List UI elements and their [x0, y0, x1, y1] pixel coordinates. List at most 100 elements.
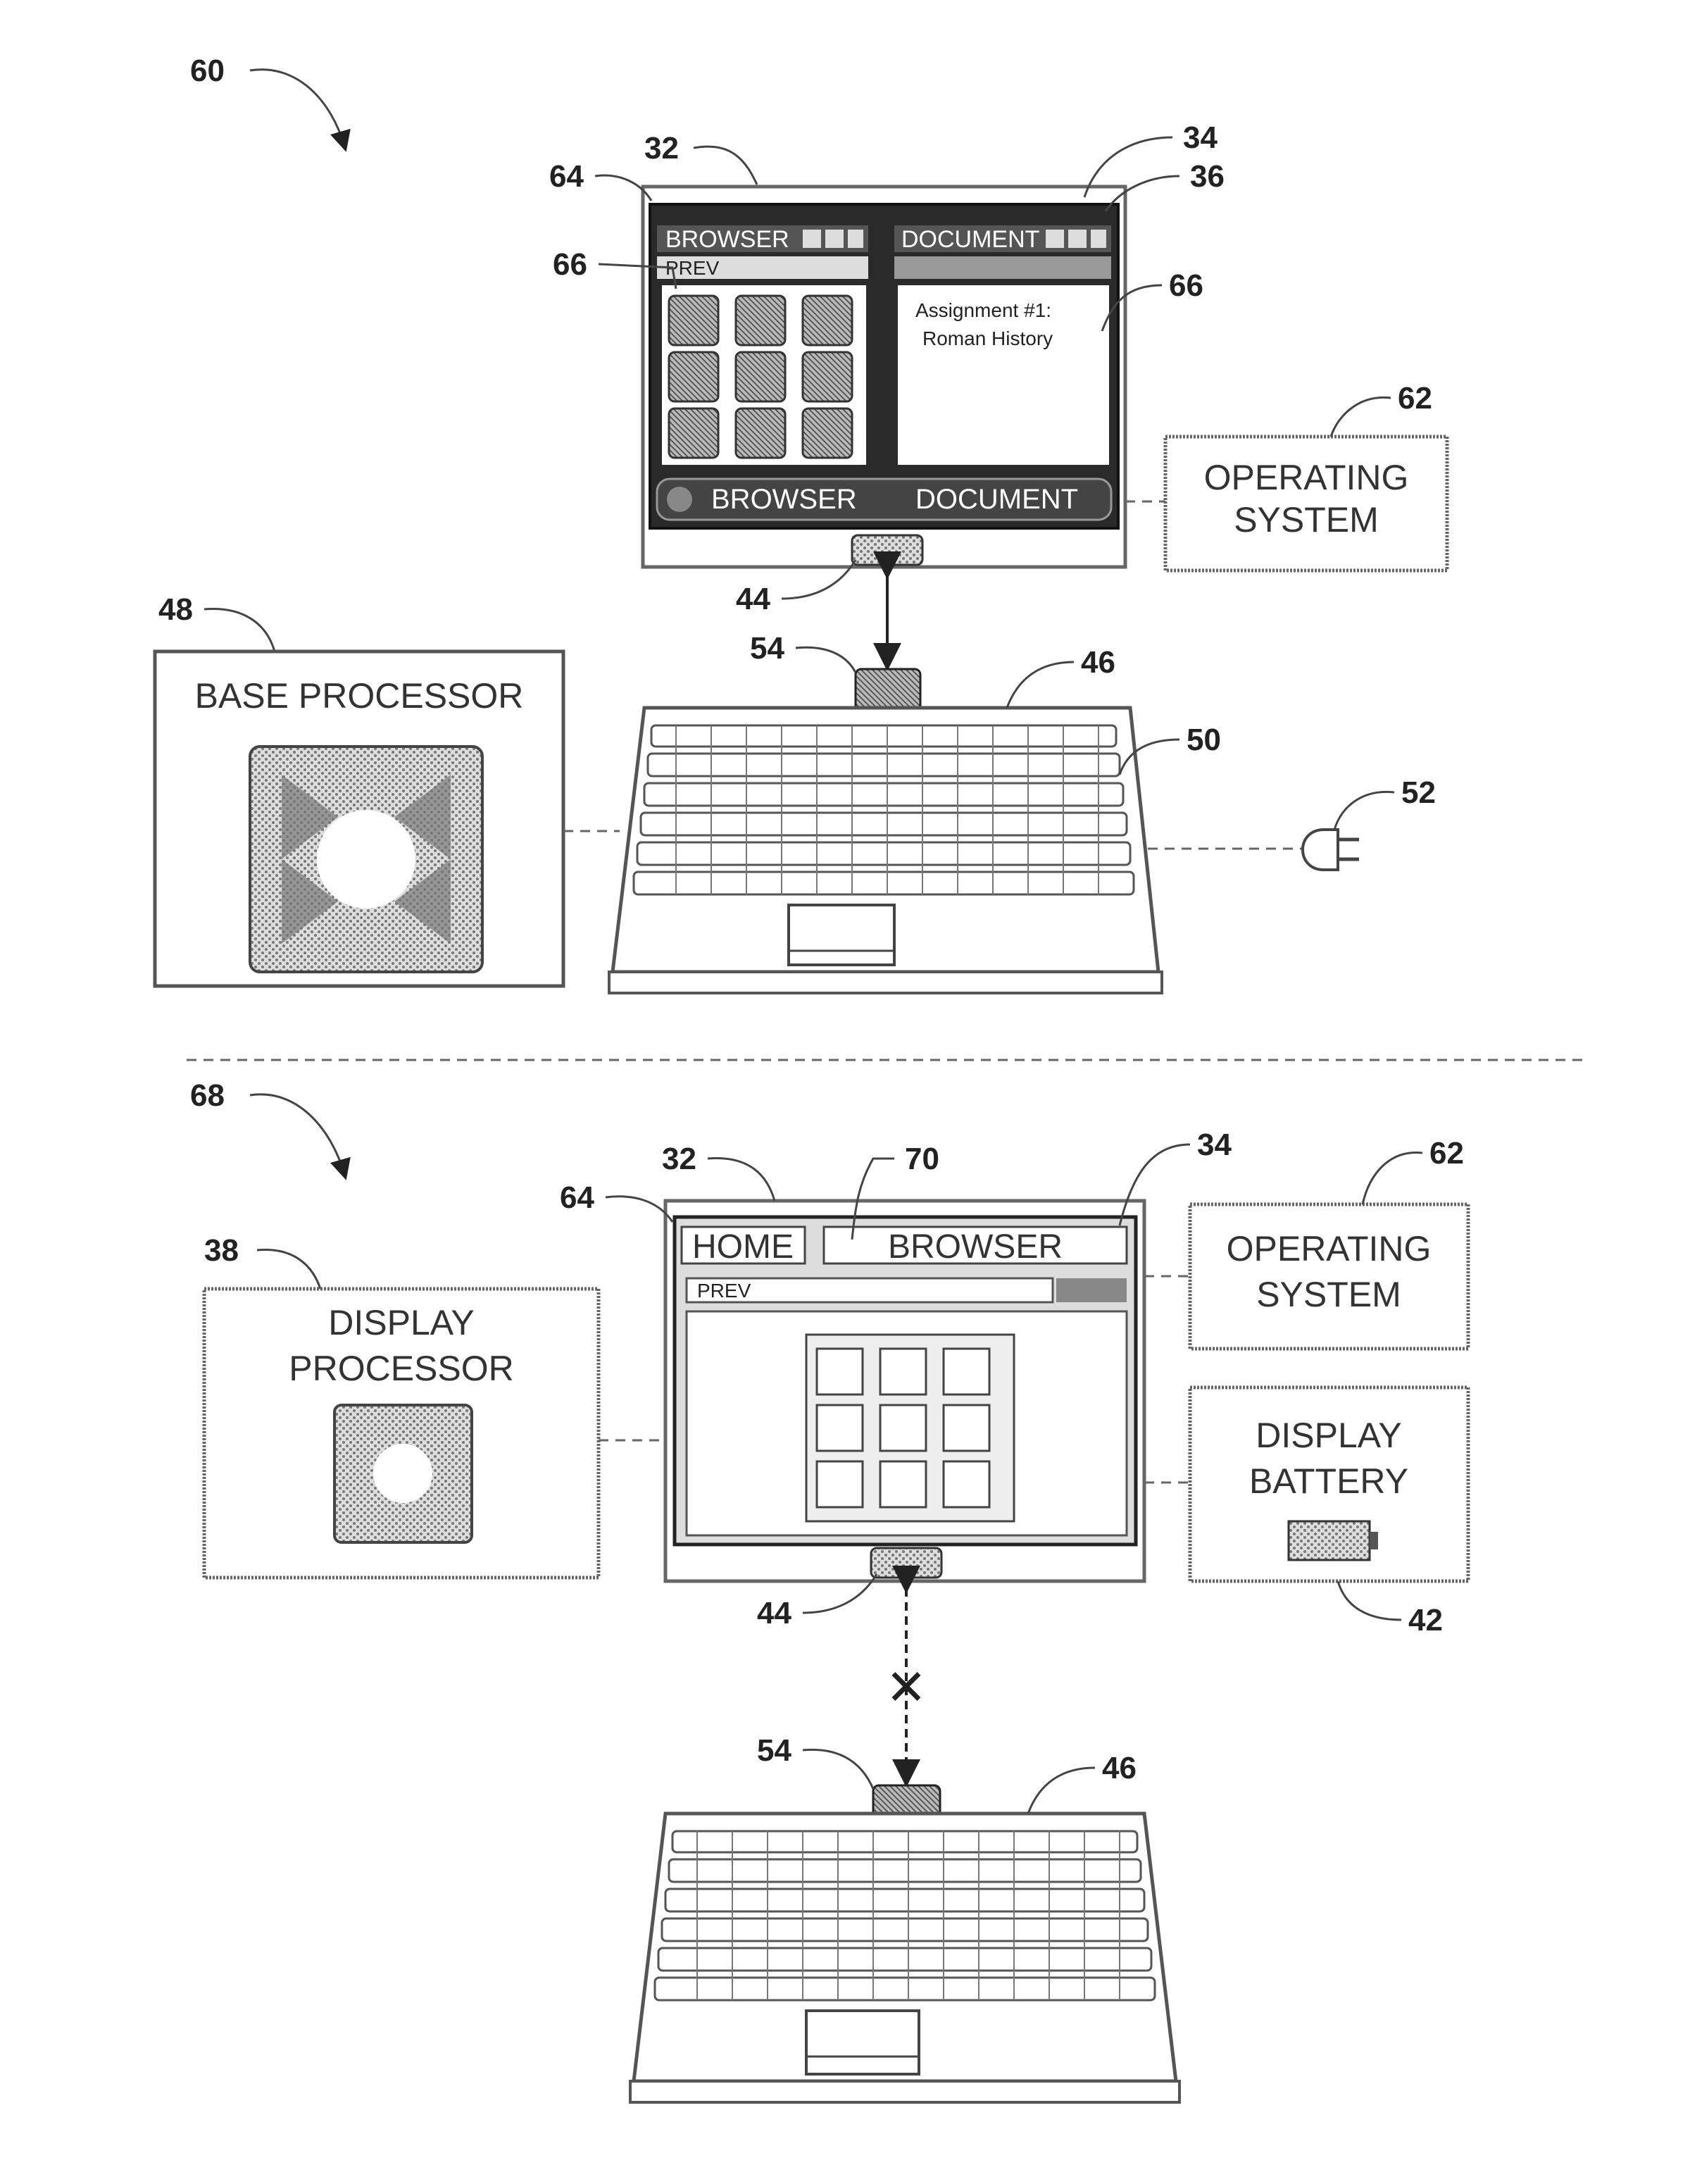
ref-46-top: 46 — [1081, 645, 1115, 680]
lead-50 — [1118, 738, 1180, 775]
lead-66-left — [598, 263, 677, 289]
nav-buttons — [1056, 1278, 1127, 1302]
display-processor-chip-icon — [333, 1404, 473, 1544]
taskbar-browser: BROWSER — [711, 484, 857, 515]
ref-34: 34 — [1183, 120, 1218, 155]
display-hinge-connector-bottom — [870, 1547, 943, 1579]
doc-scroll-up-icon — [1046, 230, 1064, 248]
browser-icon-grid — [668, 294, 853, 459]
base-processor-title: BASE PROCESSOR — [195, 676, 524, 716]
ref-66-left: 66 — [553, 247, 587, 282]
lead-38 — [256, 1248, 322, 1290]
ref-68-arrow — [249, 1093, 351, 1180]
lead-46-bottom — [1027, 1766, 1096, 1814]
top-keyboard-base — [608, 668, 1163, 994]
browser-address-bar — [657, 256, 868, 279]
start-icon — [667, 487, 692, 512]
ref-62-bottom: 62 — [1429, 1136, 1464, 1171]
bottom-laptop-display: HOME BROWSER PREV — [663, 1199, 1146, 1583]
battery-icon — [1287, 1520, 1378, 1561]
keyboard-front-edge — [608, 971, 1163, 994]
ref-42: 42 — [1408, 1603, 1443, 1637]
top-os-line2: SYSTEM — [1234, 500, 1379, 539]
base-connector-54 — [854, 668, 922, 713]
lead-70 — [851, 1157, 894, 1240]
ref-70: 70 — [905, 1142, 939, 1176]
document-content — [898, 285, 1109, 465]
tab-browser — [822, 1225, 1128, 1265]
ref-60: 60 — [190, 54, 225, 88]
doc-line-2: Roman History — [922, 327, 1053, 349]
lead-44-bottom — [802, 1573, 878, 1614]
lead-54-top — [795, 646, 857, 673]
ref-52: 52 — [1401, 775, 1436, 810]
ref-64-bottom: 64 — [560, 1180, 594, 1215]
ref-66-right: 66 — [1169, 268, 1203, 303]
ref-60-arrow — [249, 68, 351, 152]
ref-44-top: 44 — [736, 582, 770, 616]
lead-64 — [594, 174, 653, 201]
lead-34 — [1083, 136, 1173, 198]
document-toolbar — [894, 256, 1111, 279]
base-processor-chip-icon — [249, 745, 484, 973]
power-plug-icon — [1301, 828, 1359, 871]
display-processor-line2: PROCESSOR — [289, 1349, 514, 1388]
lead-32 — [693, 145, 758, 185]
lead-62-top — [1329, 396, 1391, 437]
bottom-icon-grid — [805, 1333, 1015, 1523]
top-laptop-display: BROWSER PREV DOCUMENT — [641, 185, 1127, 569]
scroll-down-icon — [825, 230, 844, 248]
keyboard-keys — [632, 724, 1135, 896]
lead-52 — [1333, 790, 1395, 830]
taskbar — [656, 478, 1113, 521]
lead-44-top — [781, 559, 857, 600]
ref-48: 48 — [158, 592, 193, 627]
document-title: DOCUMENT — [901, 226, 1039, 253]
lead-36 — [1104, 175, 1180, 212]
ref-44-bottom: 44 — [757, 1596, 791, 1630]
figure-68: 68 38 DISPLAY PROCESSOR HOME BROWSER PRE… — [190, 1078, 1470, 2104]
taskbar-document: DOCUMENT — [915, 484, 1078, 515]
scroll-up-icon — [803, 230, 821, 248]
keyboard-keys-bottom — [653, 1830, 1156, 2002]
lead-54-bottom — [802, 1748, 875, 1790]
ref-46-bottom: 46 — [1102, 1751, 1137, 1785]
tab-home — [680, 1225, 806, 1265]
address-text-bottom: PREV — [697, 1280, 751, 1302]
window-close-icon — [848, 230, 863, 248]
battery-line2: BATTERY — [1249, 1461, 1408, 1501]
lead-62-bottom — [1361, 1152, 1423, 1205]
lead-64-bottom — [605, 1195, 674, 1223]
doc-line-1: Assignment #1: — [915, 299, 1051, 321]
ref-54-top: 54 — [750, 631, 784, 666]
display-hinge-connector — [851, 534, 924, 566]
ref-32-bottom: 32 — [662, 1142, 696, 1176]
figure-60: 60 BROWSER PREV — [153, 54, 1449, 994]
top-os-line1: OPERATING — [1204, 458, 1409, 497]
ref-38: 38 — [204, 1233, 239, 1268]
lead-32-bottom — [707, 1156, 776, 1202]
ref-34-bottom: 34 — [1197, 1128, 1232, 1162]
ref-54-bottom: 54 — [757, 1733, 791, 1768]
ref-64: 64 — [549, 159, 584, 194]
ref-68: 68 — [190, 1078, 225, 1113]
display-processor-line1: DISPLAY — [328, 1303, 475, 1342]
ref-32: 32 — [644, 131, 679, 166]
disconnect-mark: ✕ — [886, 1659, 927, 1716]
touchpad — [787, 904, 896, 966]
tab-home-label: HOME — [692, 1228, 794, 1266]
keyboard-front-edge-bottom — [629, 2080, 1181, 2104]
tab-browser-label: BROWSER — [888, 1228, 1063, 1266]
top-os-box — [1163, 435, 1449, 573]
ref-62-top: 62 — [1398, 381, 1432, 416]
bottom-os-line2: SYSTEM — [1256, 1275, 1401, 1314]
ref-36: 36 — [1190, 159, 1225, 194]
browser-title: BROWSER — [665, 226, 789, 253]
bottom-os-box — [1188, 1202, 1470, 1351]
ref-50: 50 — [1187, 723, 1221, 757]
address-bar-bottom — [685, 1277, 1054, 1304]
doc-close-icon — [1091, 230, 1106, 248]
touchpad-bottom — [805, 2009, 920, 2076]
doc-scroll-down-icon — [1068, 230, 1087, 248]
lead-42 — [1337, 1580, 1402, 1621]
